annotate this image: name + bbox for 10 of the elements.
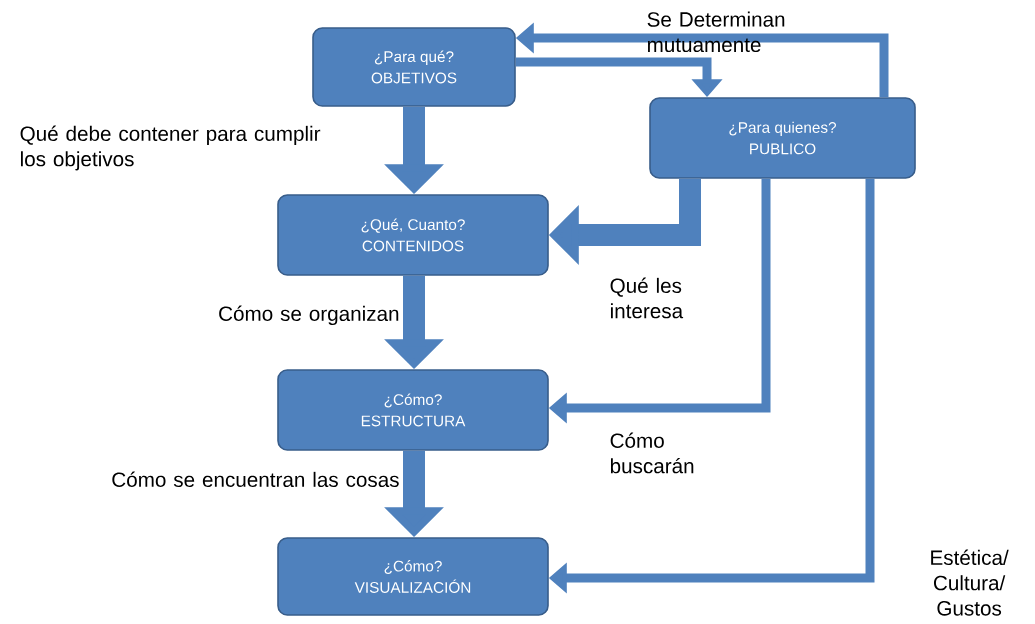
edge-label: Cómo se organizan — [219, 305, 399, 326]
edge-label: Cómo se encuentran las cosas — [112, 471, 399, 487]
process-box: ¿Cómo? VISUALIZACIÓN — [277, 537, 549, 616]
edge-label: Se Determinan mutuamente — [647, 11, 785, 53]
process-box: ¿Para quienes? PUBLICO — [649, 97, 916, 179]
edge-label: Estética/ Cultura/ Gustos — [931, 549, 1009, 616]
edge-label: Qué debe contener para cumplir los objetivos — [20, 125, 321, 171]
edge-label: Qué les interesa — [610, 277, 684, 319]
edge-label: Cómo buscarán — [610, 432, 694, 474]
process-box: ¿Para qué? OBJETIVOS — [312, 27, 516, 107]
